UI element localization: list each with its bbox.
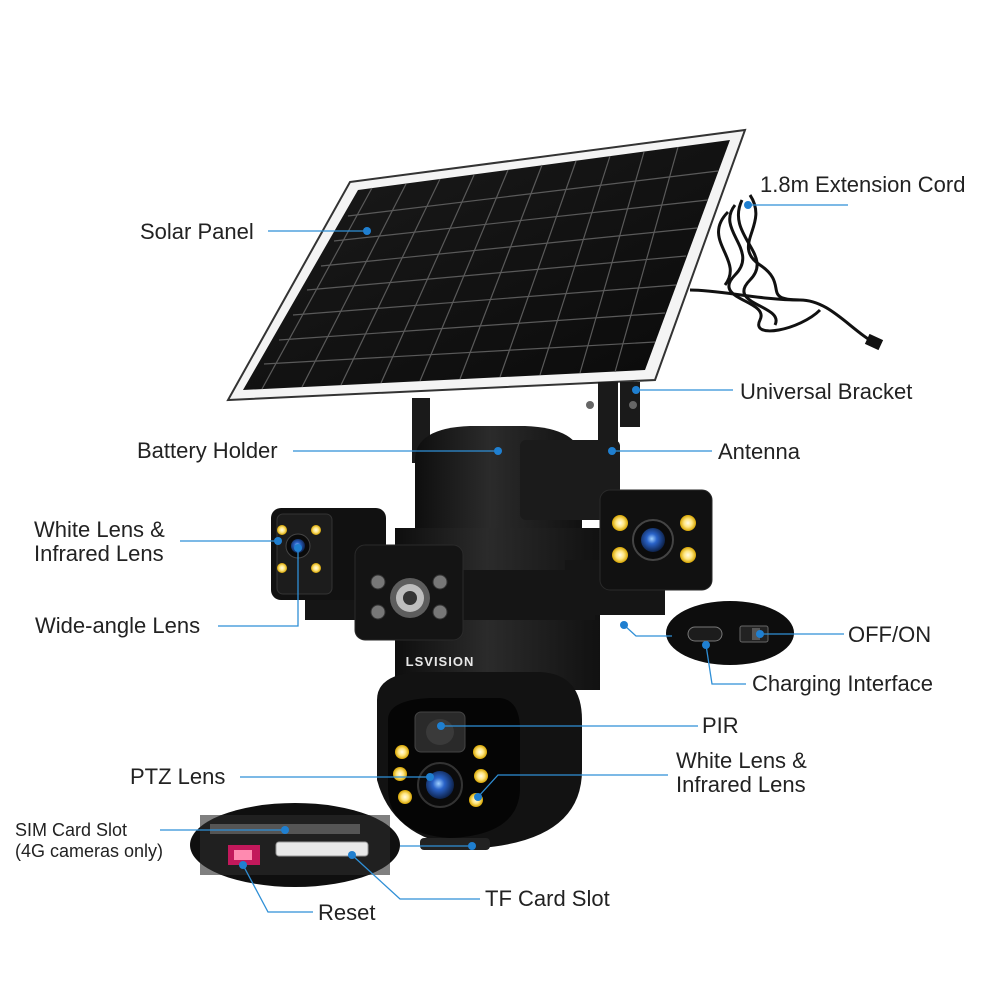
label-ptz-lens: PTZ Lens [130,764,226,789]
brand-logo: LSVISION [406,654,475,669]
label-extension-cord: 1.8m Extension Cord [760,172,966,197]
label-pir: PIR [702,713,739,738]
label-white-ir-right-line2: Infrared Lens [676,772,806,797]
label-battery-holder: Battery Holder [137,438,278,463]
label-antenna: Antenna [718,439,800,464]
solar-panel [226,128,747,402]
label-solar-panel: Solar Panel [140,219,254,244]
leader-charging [705,644,746,685]
label-white-ir-right: White Lens & Infrared Lens [676,749,807,797]
right-lens-module [599,489,713,591]
label-sim-line1: SIM Card Slot [15,820,128,840]
label-sim-card-slot: SIM Card Slot (4G cameras only) [15,820,163,862]
label-charging-interface: Charging Interface [752,671,933,696]
label-white-ir-left: White Lens & Infrared Lens [34,518,165,566]
leader-wide-angle [218,548,299,627]
leader-white-ir-right [477,774,668,798]
leader-power-dot [623,624,672,637]
wide-angle-module [354,544,464,641]
leader-lines [160,204,848,913]
label-universal-bracket: Universal Bracket [740,379,913,404]
solar-cell-grid [261,146,719,390]
label-wide-angle-lens: Wide-angle Lens [35,613,201,638]
extension-cord [689,194,884,351]
label-off-on: OFF/ON [848,622,932,647]
charging-port-inset [666,601,794,665]
label-white-ir-left-line2: Infrared Lens [34,541,164,566]
label-white-ir-right-line1: White Lens & [676,748,807,773]
label-reset: Reset [318,900,376,925]
label-tf-card-slot: TF Card Slot [485,886,610,911]
label-sim-line2: (4G cameras only) [15,841,164,861]
label-white-ir-left-line1: White Lens & [34,517,165,542]
card-slot-inset [190,803,400,887]
leader-dots [239,201,764,869]
leader-reset [242,864,313,913]
leader-tf-card [351,854,480,900]
